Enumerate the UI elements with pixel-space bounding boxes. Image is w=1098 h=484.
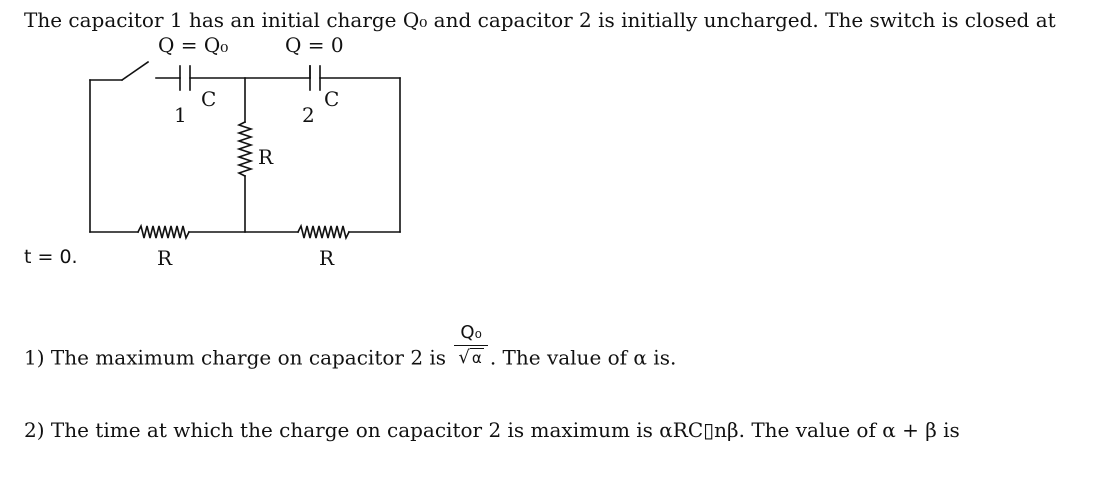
right-resistor	[296, 223, 351, 241]
middle-resistor	[236, 120, 254, 178]
cap2-value-label: C	[324, 87, 339, 111]
question-part-2: 2) The time at which the charge on capac…	[24, 418, 960, 442]
cap1-value-label: C	[201, 87, 216, 111]
left-resistor-label: R	[157, 246, 173, 270]
left-resistor	[136, 223, 191, 241]
fraction-numerator: Q₀	[454, 322, 488, 346]
switch-time-text: t = 0.	[24, 246, 78, 268]
fraction-denominator: √α	[454, 346, 487, 369]
question-intro: The capacitor 1 has an initial charge Q₀…	[24, 8, 1056, 32]
right-resistor-label: R	[319, 246, 335, 270]
switch-blade	[120, 60, 150, 82]
cap1-charge-label: Q = Q₀	[158, 33, 228, 57]
part1-text-before: 1) The maximum charge on capacitor 2 is	[24, 345, 453, 370]
cap1-number-label: 1	[174, 103, 187, 127]
max-charge-fraction: Q₀√α	[454, 322, 488, 369]
circuit-diagram: Q = Q₀ Q = 0 C 1 C 2 R R R	[89, 33, 401, 270]
middle-resistor-label: R	[258, 145, 274, 169]
question-part-1: 1) The maximum charge on capacitor 2 is …	[24, 322, 677, 382]
radical-sign: √	[458, 346, 470, 368]
cap2-charge-label: Q = 0	[285, 33, 344, 57]
part1-text-after: . The value of α is.	[489, 345, 677, 370]
cap2-number-label: 2	[302, 103, 315, 127]
radicand: α	[469, 347, 484, 367]
